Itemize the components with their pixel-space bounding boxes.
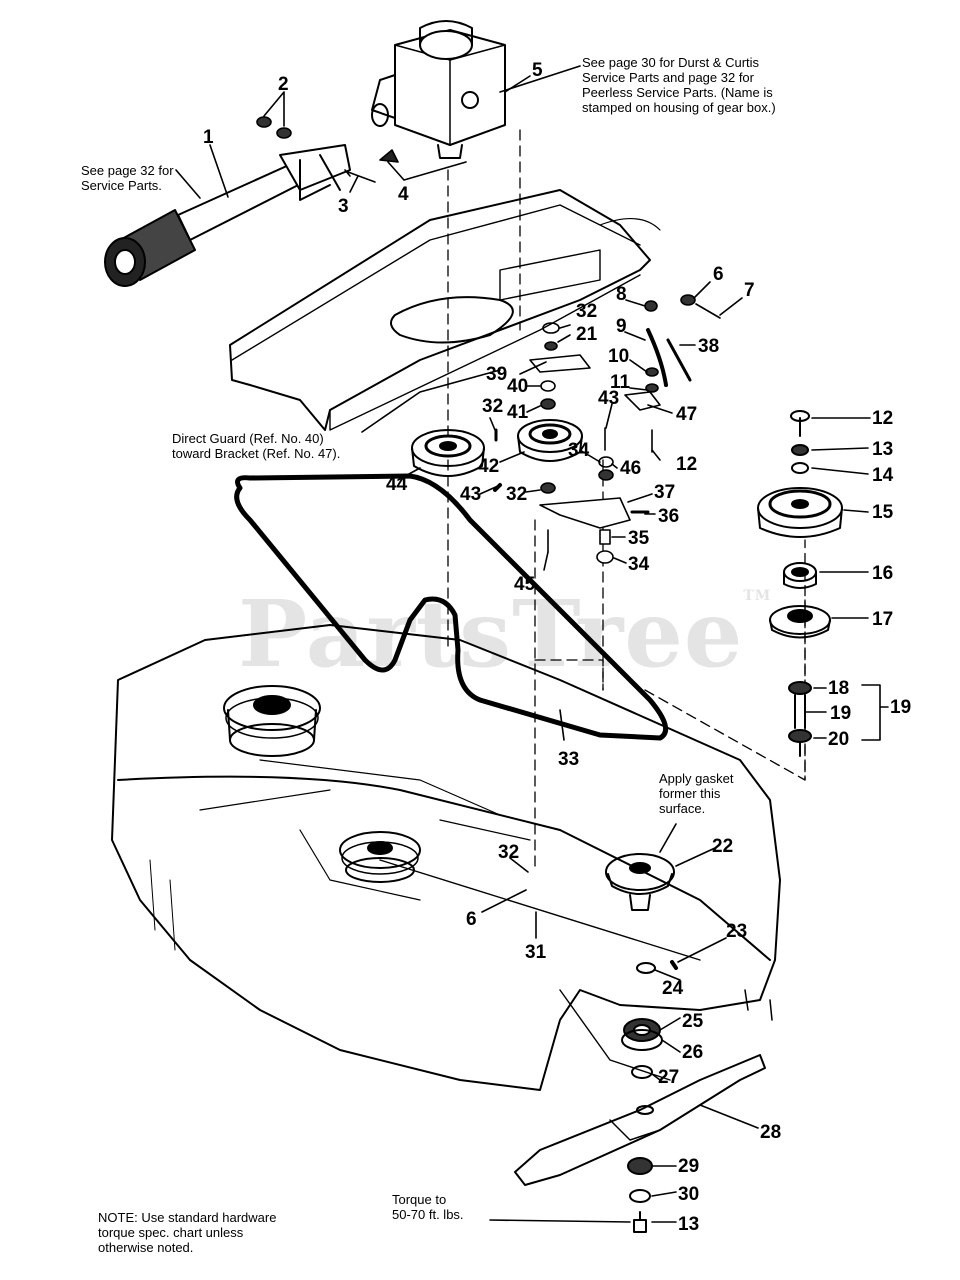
gearbox-service-note: See page 30 for Durst & Curtis Service P… — [582, 55, 776, 115]
callout-39: 32 — [576, 301, 597, 322]
callout-7: 7 — [744, 280, 755, 301]
callout-26: 26 — [682, 1042, 703, 1063]
callout-20: 19 — [830, 703, 851, 724]
callout-32-c: 46 — [620, 458, 641, 479]
callout-33: 33 — [558, 749, 579, 770]
callout-41: 40 — [507, 376, 528, 397]
callout-21: 19 — [890, 697, 911, 718]
partstree-watermark: PartsTreeTM — [238, 580, 771, 688]
callout-42: 42 — [478, 456, 499, 477]
callout-27: 27 — [658, 1067, 679, 1088]
callout-labels: 1 2 3 4 5 6 7 8 9 10 11 12 12 13 14 15 1… — [203, 60, 911, 1235]
driveshaft-service-note: See page 32 for Service Parts. — [81, 163, 174, 193]
callout-43-a: 32 — [482, 396, 503, 417]
deck-pulley-left — [223, 685, 321, 757]
deck-pulley-center — [339, 831, 421, 883]
callout-5: 5 — [532, 60, 543, 81]
callout-47: 47 — [676, 404, 697, 425]
callout-16: 15 — [872, 502, 894, 523]
callout-32-b: 41 — [507, 402, 529, 423]
callout-25: 25 — [682, 1011, 704, 1032]
callout-15: 14 — [872, 465, 894, 486]
hardware-group — [256, 116, 721, 564]
callout-2: 2 — [278, 74, 289, 95]
hardware-torque-note: NOTE: Use standard hardware torque spec.… — [98, 1210, 277, 1255]
callout-40: 39 — [486, 364, 507, 385]
callout-32-d: 32 — [506, 484, 527, 505]
callout-3: 3 — [338, 196, 349, 217]
gasket-former-note: Apply gasket former this surface. — [659, 771, 734, 816]
callout-46: 38 — [698, 336, 719, 357]
callout-6: 6 — [713, 264, 724, 285]
dashed-alignment-lines — [447, 129, 806, 871]
spindle-assembly — [757, 410, 843, 757]
driveshaft-1 — [104, 144, 351, 287]
callout-43-b: 43 — [460, 484, 481, 505]
callout-11: 11 — [610, 372, 631, 393]
callout-24: 24 — [662, 978, 684, 999]
callout-44: 44 — [386, 474, 408, 495]
watermark-text: PartsTree — [238, 580, 744, 688]
callout-36: 36 — [658, 506, 679, 527]
gearbox-5 — [371, 20, 506, 159]
callout-23: 23 — [726, 921, 747, 942]
direct-guard-note: Direct Guard (Ref. No. 40) toward Bracke… — [172, 431, 341, 461]
drive-belt — [234, 473, 669, 741]
callout-12: 12 — [676, 454, 697, 475]
callout-29: 29 — [678, 1156, 699, 1177]
callout-13-top: 12 — [872, 408, 893, 429]
watermark-trademark: TM — [743, 588, 772, 604]
callout-8: 8 — [616, 284, 627, 305]
idler-pulley-44 — [411, 429, 485, 477]
callout-28: 28 — [760, 1122, 781, 1143]
callout-38: 43 — [598, 388, 619, 409]
callout-9: 9 — [616, 316, 627, 337]
callout-14: 13 — [872, 439, 893, 460]
callout-32-e: 32 — [498, 842, 519, 863]
mower-deck — [111, 624, 781, 1091]
callout-1: 1 — [203, 127, 214, 148]
callout-37: 37 — [654, 482, 675, 503]
callout-18: 17 — [872, 609, 893, 630]
callout-32-a: 21 — [576, 324, 598, 345]
callout-22: 22 — [712, 836, 733, 857]
callout-13-bottom: 13 — [678, 1214, 699, 1235]
leader-lines — [175, 65, 889, 1223]
callout-45: 45 — [514, 574, 536, 595]
frame-plate — [229, 189, 661, 431]
callout-17: 16 — [872, 563, 893, 584]
torque-note: Torque to 50-70 ft. lbs. — [392, 1192, 464, 1222]
callout-4: 4 — [398, 184, 409, 205]
callout-19-lower: 20 — [828, 729, 849, 750]
callout-31: 31 — [525, 942, 547, 963]
callout-6-lower: 6 — [466, 909, 477, 930]
callout-34-a: 34 — [568, 440, 590, 461]
callout-19-upper: 18 — [828, 678, 849, 699]
callout-34-b: 34 — [628, 554, 650, 575]
callout-35: 35 — [628, 528, 650, 549]
callout-30: 30 — [678, 1184, 699, 1205]
callout-10: 10 — [608, 346, 629, 367]
